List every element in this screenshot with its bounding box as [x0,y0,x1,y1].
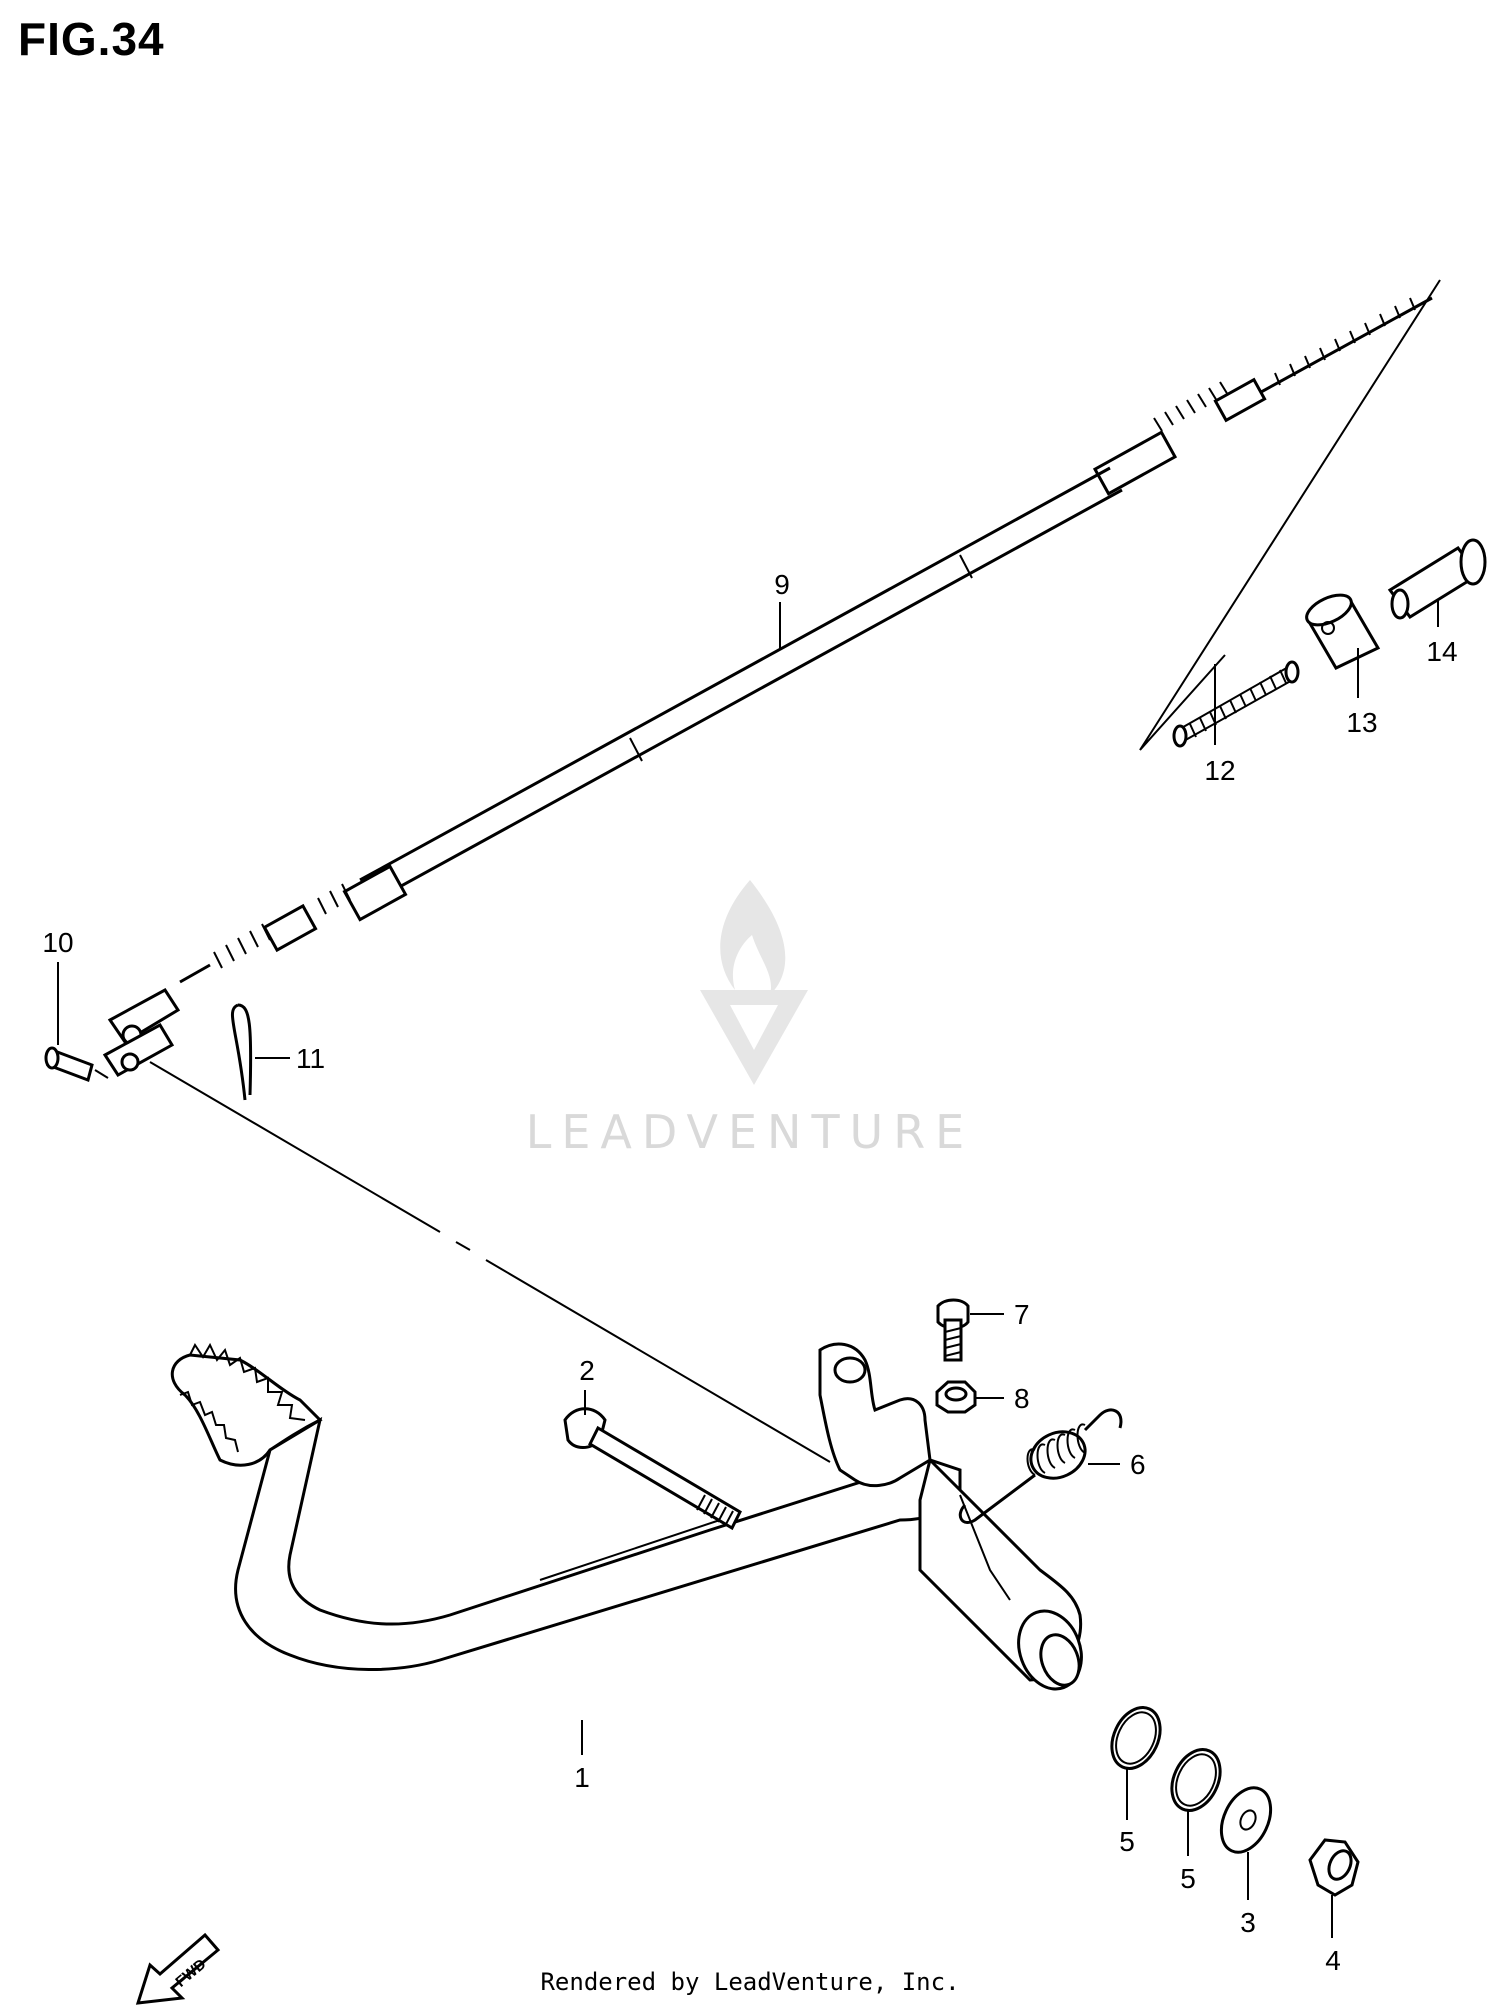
callout-7[interactable]: 7 [1014,1299,1030,1330]
callout-9[interactable]: 9 [774,569,790,600]
watermark: LEADVENTURE [526,880,975,1159]
part-5a-washer[interactable] [1103,1700,1170,1777]
callout-3[interactable]: 3 [1240,1907,1256,1938]
part-5b-washer[interactable] [1163,1742,1230,1819]
figure-title: FIG.34 [18,13,165,65]
callout-leaders [57,600,1439,1938]
callout-1[interactable]: 1 [574,1762,590,1793]
watermark-v-icon [700,990,808,1085]
part-6-return-spring[interactable] [958,1408,1123,1524]
callout-6[interactable]: 6 [1130,1449,1146,1480]
callout-12[interactable]: 12 [1204,755,1235,786]
part-9-brake-cable[interactable] [102,296,1433,1077]
callout-5a[interactable]: 5 [1119,1826,1135,1857]
part-12-spring[interactable] [1172,660,1300,748]
assembly-leader-cable-to-lever [149,1061,831,1463]
part-13-sleeve[interactable] [1302,589,1381,670]
callout-5b[interactable]: 5 [1180,1863,1196,1894]
part-4-nut[interactable] [1308,1838,1360,1897]
part-1-brake-pedal[interactable] [170,1342,1092,1698]
part-7-bolt[interactable] [936,1298,970,1362]
callout-13[interactable]: 13 [1346,707,1377,738]
callout-4[interactable]: 4 [1325,1945,1341,1976]
callout-8[interactable]: 8 [1014,1383,1030,1414]
part-11-cotter-pin[interactable] [231,1003,253,1101]
callout-14[interactable]: 14 [1426,636,1457,667]
callout-2[interactable]: 2 [579,1355,595,1386]
part-2-pivot-bolt[interactable] [563,1407,742,1531]
fwd-arrow-icon [135,1932,221,2005]
footer-credit: Rendered by LeadVenture, Inc. [540,1968,960,1996]
assembly-leader-cable-end [1139,279,1441,751]
watermark-text: LEADVENTURE [526,1105,975,1159]
callout-11[interactable]: 11 [296,1043,325,1074]
callout-labels: 1 2 3 4 5 5 6 7 8 9 10 11 12 13 14 [42,569,1457,1976]
callout-10[interactable]: 10 [42,927,73,958]
part-3-washer[interactable] [1212,1780,1281,1860]
part-8-nut[interactable] [935,1380,977,1414]
part-10-clevis-pin[interactable] [44,1046,109,1082]
watermark-flame-icon [720,880,786,995]
part-14-joint-pin[interactable] [1387,538,1487,620]
